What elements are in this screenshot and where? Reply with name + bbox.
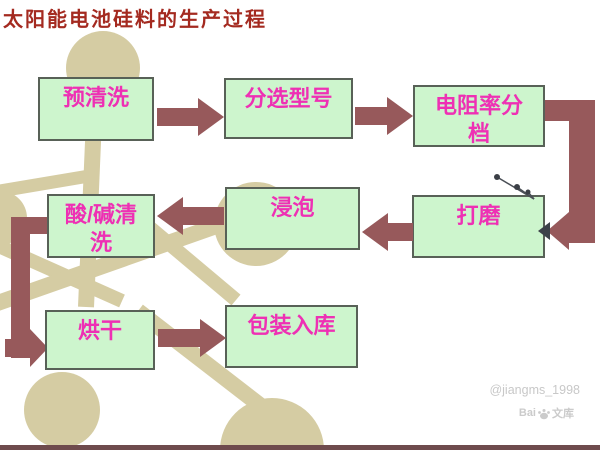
bottom-band <box>0 445 600 450</box>
flow-node-resistivity-grading: 电阻率分档 <box>413 85 545 147</box>
flow-node-label: 浸泡 <box>270 195 315 220</box>
elbow-right-vertical-segment <box>569 100 595 243</box>
arrow-sort-to-grading <box>355 97 413 135</box>
elbow-left-arrow-head-icon <box>30 329 48 367</box>
flow-node-label: 预清洗 <box>62 85 129 110</box>
arrow-shaft <box>157 108 198 126</box>
elbow-right-dark-tip-icon <box>538 222 550 240</box>
arrow-dry-to-pack <box>158 319 226 357</box>
flow-node-acid-alkali-clean: 酸/碱清洗 <box>47 194 155 258</box>
arrow-shaft <box>158 329 200 347</box>
flow-node-label: 打磨 <box>456 203 501 228</box>
arrow-head-icon <box>200 319 226 357</box>
watermark-logo: Bai 文库 <box>508 405 574 421</box>
flow-node-label: 分选型号 <box>244 86 333 111</box>
arrow-grind-to-soak <box>362 213 413 251</box>
watermark-logo-prefix: Bai <box>518 407 536 419</box>
flow-node-label: 电阻率分档 <box>434 93 523 146</box>
arrow-head-icon <box>387 97 413 135</box>
flow-node-pack-store: 包装入库 <box>225 305 358 368</box>
arrow-head-icon <box>362 213 388 251</box>
flow-node-grind: 打磨 <box>412 195 545 258</box>
flow-node-dry: 烘干 <box>45 310 155 370</box>
arrow-shaft <box>183 207 224 225</box>
arrow-shaft <box>388 223 413 241</box>
flow-node-label: 酸/碱清洗 <box>64 202 138 255</box>
flow-node-soak: 浸泡 <box>225 187 360 250</box>
slide-title: 太阳能电池硅料的生产过程 <box>3 9 267 31</box>
watermark-logo-suffix: 文库 <box>552 408 574 420</box>
flow-node-label: 包装入库 <box>247 313 336 338</box>
pins-decoration-icon <box>494 174 535 200</box>
arrow-head-icon <box>198 98 224 136</box>
flow-node-pre-clean: 预清洗 <box>38 77 154 141</box>
arrow-preclean-to-sort <box>157 98 224 136</box>
arrow-head-icon <box>157 197 183 235</box>
elbow-right-arrow-head-icon <box>547 212 569 250</box>
paw-icon <box>538 408 550 419</box>
flow-node-label: 烘干 <box>77 318 122 343</box>
elbow-left-bottom-segment <box>5 339 30 357</box>
elbow-left-vertical-segment <box>11 217 30 358</box>
arrow-shaft <box>355 107 387 125</box>
flow-node-sort-model: 分选型号 <box>224 78 353 139</box>
arrow-soak-to-acidclean <box>157 197 224 235</box>
watermark-username: @jiangms_1998 <box>489 383 580 397</box>
